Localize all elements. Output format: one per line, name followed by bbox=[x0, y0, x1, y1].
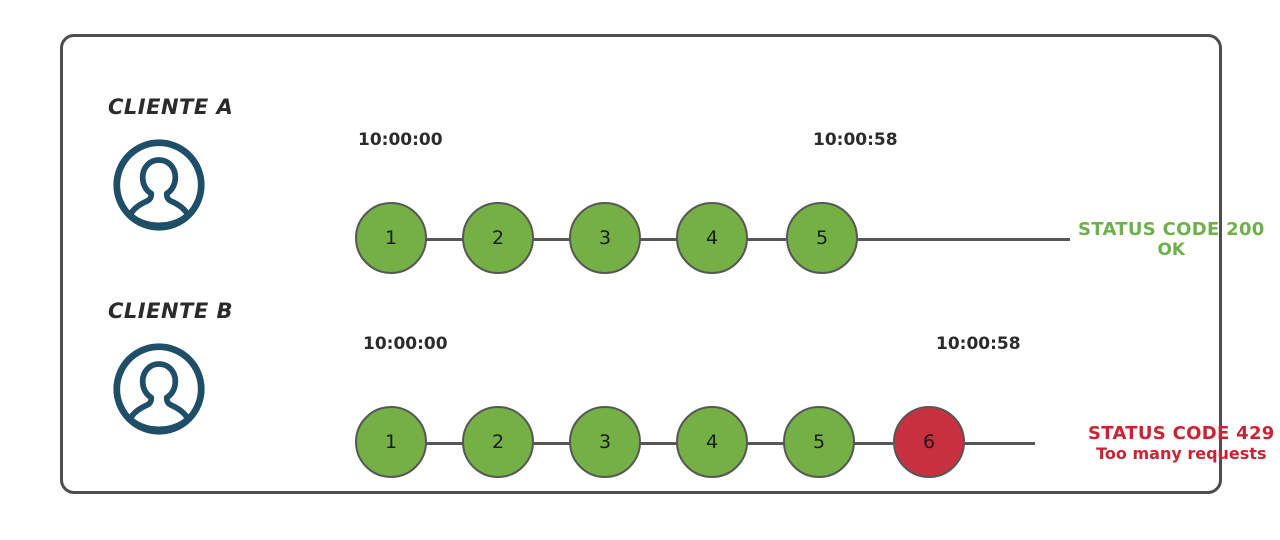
request-node-b-4[interactable]: 4 bbox=[676, 406, 748, 478]
request-node-b-2[interactable]: 2 bbox=[462, 406, 534, 478]
status-badge-b: STATUS CODE 429 Too many requests bbox=[1088, 423, 1275, 463]
connector-b-3-4 bbox=[637, 442, 679, 445]
user-avatar-icon bbox=[111, 137, 207, 233]
request-node-a-1[interactable]: 1 bbox=[355, 202, 427, 274]
timestamp-start-b: 10:00:00 bbox=[363, 334, 448, 354]
connector-b-1-2 bbox=[423, 442, 465, 445]
connector-b-4-5 bbox=[744, 442, 786, 445]
timestamp-end-b: 10:00:58 bbox=[936, 334, 1021, 354]
connector-b-5-6 bbox=[851, 442, 893, 445]
request-node-b-6[interactable]: 6 bbox=[893, 406, 965, 478]
connector-a-1-2 bbox=[423, 238, 465, 241]
request-node-b-5[interactable]: 5 bbox=[783, 406, 855, 478]
diagram-card: CLIENTE A 10:00:00 10:00:58 1 2 3 4 5 bbox=[60, 34, 1274, 494]
connector-b-2-3 bbox=[530, 442, 572, 445]
request-node-a-5[interactable]: 5 bbox=[786, 202, 858, 274]
request-node-a-2[interactable]: 2 bbox=[462, 202, 534, 274]
status-message-a: OK bbox=[1157, 239, 1186, 260]
connector-a-2-3 bbox=[530, 238, 572, 241]
timestamp-end-a: 10:00:58 bbox=[813, 130, 898, 150]
status-badge-a: STATUS CODE 200 OK bbox=[1078, 219, 1265, 260]
connector-a-3-4 bbox=[637, 238, 679, 241]
user-avatar-icon bbox=[111, 341, 207, 437]
request-node-b-1[interactable]: 1 bbox=[355, 406, 427, 478]
status-message-b: Too many requests bbox=[1096, 443, 1267, 463]
request-node-a-4[interactable]: 4 bbox=[676, 202, 748, 274]
client-row-a: CLIENTE A 10:00:00 10:00:58 1 2 3 4 5 bbox=[63, 55, 1264, 274]
client-label-b: CLIENTE B bbox=[108, 299, 234, 323]
client-row-b: CLIENTE B 10:00:00 10:00:58 1 2 3 4 5 6 bbox=[63, 259, 1274, 478]
timestamp-start-a: 10:00:00 bbox=[358, 130, 443, 150]
status-code-b: STATUS CODE 429 bbox=[1088, 423, 1275, 444]
connector-a-tail bbox=[858, 238, 1070, 241]
request-node-b-3[interactable]: 3 bbox=[569, 406, 641, 478]
request-node-a-3[interactable]: 3 bbox=[569, 202, 641, 274]
connector-b-tail bbox=[963, 442, 1035, 445]
connector-a-4-5 bbox=[744, 238, 786, 241]
client-label-a: CLIENTE A bbox=[108, 95, 234, 119]
status-code-a: STATUS CODE 200 bbox=[1078, 219, 1265, 240]
